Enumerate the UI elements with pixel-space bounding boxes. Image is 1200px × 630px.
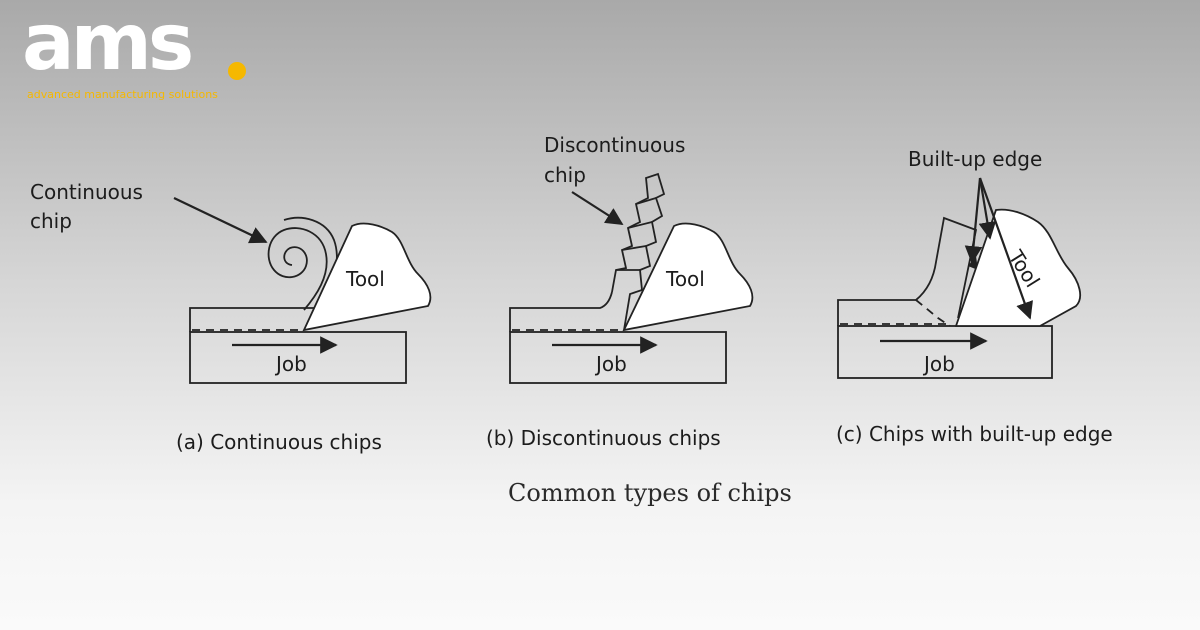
logo-tagline: advanced manufacturing solutions: [27, 88, 218, 101]
chip-c: [915, 216, 978, 319]
tool-label-b: Tool: [665, 267, 705, 291]
panel-b: Discontinuous chip Tool Job (b) Disconti…: [486, 133, 754, 450]
job-block-b: [509, 331, 727, 384]
job-label-b: Job: [594, 352, 627, 376]
chip-segment-3: [627, 221, 653, 229]
callout-arrow-b: [571, 191, 624, 225]
callout-arrow-c2: [978, 177, 997, 240]
caption-c: (c) Chips with built-up edge: [836, 422, 1113, 446]
workpiece-top-b: [509, 291, 613, 332]
callout-b-line1: Discontinuous: [544, 133, 685, 157]
caption-a: (a) Continuous chips: [176, 430, 382, 454]
callout-a-line1: Continuous: [30, 180, 143, 204]
caption-b: (b) Discontinuous chips: [486, 426, 721, 450]
job-block-c: [837, 325, 1053, 379]
continuous-chip: [267, 227, 328, 311]
logo-wordmark: ams: [22, 0, 194, 88]
chip-segment-2: [621, 245, 647, 251]
callout-c-line1: Built-up edge: [908, 147, 1042, 171]
callout-a-line2: chip: [30, 209, 72, 233]
shear-line-c: [915, 299, 951, 327]
tool-label-a: Tool: [345, 267, 385, 291]
figure-title: Common types of chips: [508, 479, 792, 507]
logo-dot: [228, 62, 246, 80]
callout-arrow-a: [173, 197, 268, 244]
callout-arrow-c3: [978, 177, 1033, 320]
job-label-a: Job: [274, 352, 307, 376]
workpiece-top-a: [189, 307, 318, 332]
ams-logo: ams advanced manufacturing solutions: [22, 4, 262, 108]
discontinuous-chip: [611, 172, 666, 331]
workpiece-top-c: [837, 299, 916, 326]
callout-arrow-c1: [964, 177, 983, 264]
job-label-c: Job: [922, 352, 955, 376]
panel-a: Continuous chip Tool Job (a) Continuous …: [30, 180, 432, 454]
tool-b: [622, 222, 754, 332]
panel-c: Built-up edge Tool Job (c) Chips with bu…: [836, 147, 1113, 446]
tool-a: [302, 222, 432, 332]
job-block-a: [189, 331, 407, 384]
chip-segment-4: [635, 197, 657, 205]
callout-b-line2: chip: [544, 163, 586, 187]
